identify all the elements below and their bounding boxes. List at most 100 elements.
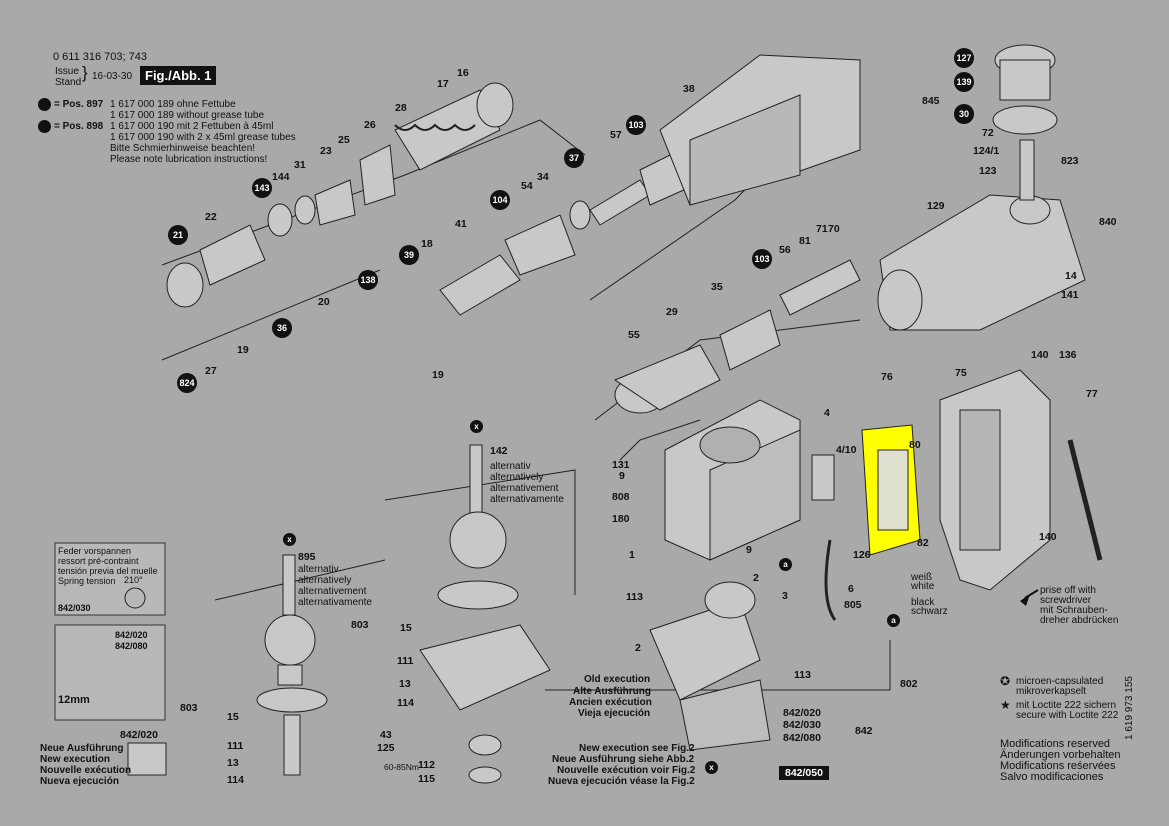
part-label: 144: [272, 171, 290, 183]
fig2-label: Neue Ausführung siehe Abb.2: [552, 754, 695, 765]
part-label: 75: [955, 367, 967, 379]
wire-label: white: [911, 581, 935, 592]
legend-line: microen-capsulated: [1016, 676, 1104, 687]
badge: 824: [177, 373, 197, 393]
part-label: 805: [844, 599, 862, 611]
part-label: 55: [628, 329, 640, 341]
marker-x: x: [283, 533, 296, 546]
part-label: 842/020: [120, 729, 158, 741]
part-label: 28: [395, 102, 407, 114]
part-label: 180: [612, 513, 630, 525]
field-coil: [649, 581, 771, 751]
lube-note: Please note lubrication instructions!: [110, 154, 268, 165]
wire-label: schwarz: [911, 606, 948, 617]
wire-label: black: [911, 597, 935, 608]
modifications-note: Modifications reserved: [1000, 738, 1111, 750]
microencapsulated-icon: ✪: [1000, 674, 1011, 688]
part-label: 13: [227, 757, 239, 769]
lube-pos-898: = Pos. 898: [54, 121, 104, 132]
part-label: 802: [900, 678, 918, 690]
part-label: 54: [521, 180, 533, 192]
part-label: 9: [619, 470, 625, 482]
old-exec-label: Vieja ejecución: [578, 708, 651, 719]
legend-line: secure with Loctite 222: [1016, 710, 1119, 721]
part-label: 20: [318, 296, 330, 308]
document-number: 1 619 973 155: [1124, 676, 1135, 740]
badge: 30: [954, 104, 974, 124]
part-label: 77: [1086, 388, 1098, 400]
alt-label: alternativement: [490, 483, 559, 494]
badge: 36: [272, 318, 292, 338]
part-label: 823: [1061, 155, 1079, 167]
old-exec-label: Alte Ausführung: [573, 686, 651, 697]
part-label: 27: [205, 365, 217, 377]
part-label-boxed: 842/050: [779, 766, 829, 780]
part-label: 803: [351, 619, 369, 631]
part-label: 56: [779, 244, 791, 256]
spring-coil-icon: [124, 587, 146, 609]
part-label: 126: [853, 549, 871, 561]
old-exec-label: Old execution: [584, 674, 651, 685]
prise-note: dreher abdrücken: [1040, 615, 1119, 626]
torque-value: 60-85Nm: [384, 762, 419, 772]
alt-label: alternativ: [490, 461, 531, 472]
part-label: 2: [635, 642, 641, 654]
part-label: 72: [982, 127, 994, 139]
part-label: 136: [1059, 349, 1077, 361]
part-label: 4/10: [836, 444, 857, 456]
part-label: 4: [824, 407, 830, 419]
badge: 21: [168, 225, 188, 245]
part-number: 0 611 316 703; 743: [53, 51, 147, 63]
part-label: 25: [338, 134, 350, 146]
part-label: 29: [666, 306, 678, 318]
part-label: 22: [205, 211, 217, 223]
marker-x: x: [470, 420, 483, 433]
lube-note: Bitte Schmierhinweise beachten!: [110, 143, 256, 154]
new-exec-label: New execution: [40, 754, 111, 765]
part-label: 23: [320, 145, 332, 157]
brush-holder-new: [127, 742, 167, 776]
part-label: 114: [227, 774, 244, 786]
issue-label: Issue: [55, 66, 79, 77]
badge: 127: [954, 48, 974, 68]
alt-label: alternatively: [490, 472, 544, 483]
prise-note: screwdriver: [1040, 595, 1092, 606]
badge: 143: [252, 178, 272, 198]
part-label: 842/080: [783, 732, 821, 744]
part-label: 140: [1031, 349, 1049, 361]
handle-75: [939, 369, 1051, 591]
part-label: 57: [610, 129, 622, 141]
lower-housing-9: [664, 399, 801, 561]
marker-a: a: [779, 558, 792, 571]
alt-label: alternativamente: [490, 494, 564, 505]
prise-note: prise off with: [1040, 585, 1096, 596]
part-label: 38: [683, 83, 695, 95]
fig2-label: Nouvelle exécution voir Fig.2: [557, 765, 696, 776]
part-label: 70: [828, 223, 840, 235]
gear-housing-840: [877, 194, 1086, 331]
part-label: 81: [799, 235, 811, 247]
issue-date: 16-03-30: [92, 71, 133, 82]
marker-x: x: [705, 761, 718, 774]
part-label: 808: [612, 491, 630, 503]
brace: }: [82, 63, 88, 82]
part-label: 14: [1065, 270, 1077, 282]
part-label: 15: [400, 622, 412, 634]
part-label: 17: [437, 78, 449, 90]
part-label: 41: [455, 218, 467, 230]
wire-label: weiß: [911, 572, 933, 583]
fig2-label: New execution see Fig.2: [579, 743, 695, 754]
lube-line: 1 617 000 190 with 2 x 45ml grease tubes: [110, 132, 296, 143]
part-label: 15: [227, 711, 239, 723]
screwdriver-icon: [1067, 439, 1103, 561]
part-label: 842: [855, 725, 873, 737]
part-label: 80: [909, 439, 921, 451]
part-label: 842/020: [783, 707, 821, 719]
modifications-note: Modifications reśervées: [1000, 760, 1116, 772]
spring-28: [394, 123, 476, 131]
spring-note: ressort pré-contraint: [58, 556, 139, 566]
part-label: 124/1: [973, 145, 1000, 157]
lube-line: 1 617 000 189 ohne Fettube: [110, 99, 236, 110]
marker-a: a: [887, 614, 900, 627]
